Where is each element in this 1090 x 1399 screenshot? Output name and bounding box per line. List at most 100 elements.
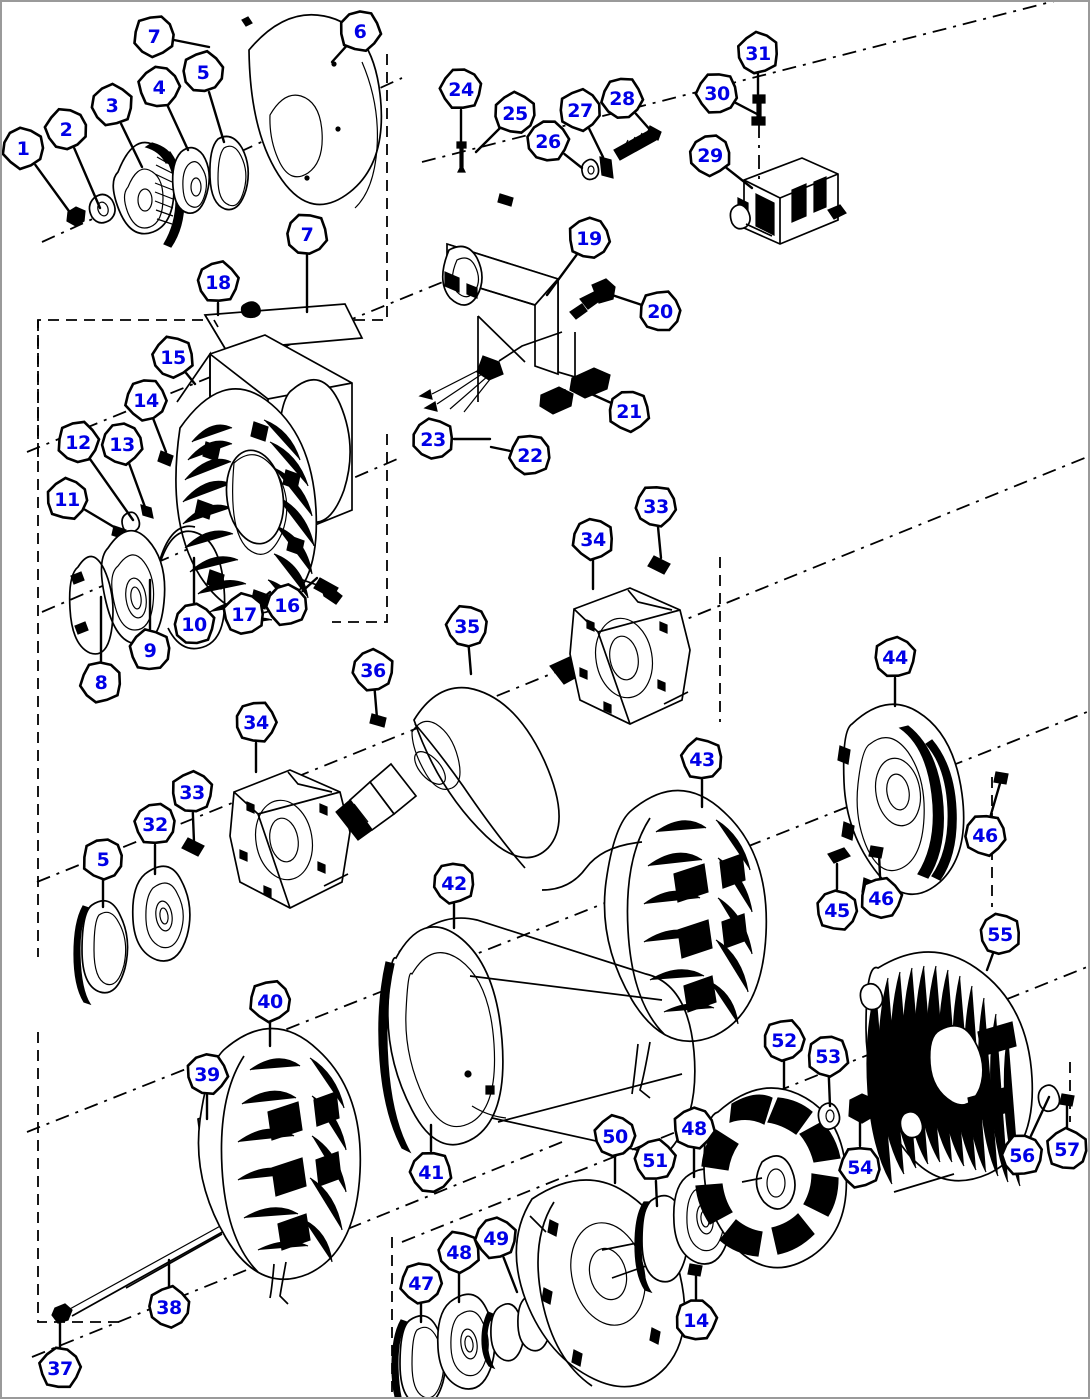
- callout-41[interactable]: 41: [408, 1151, 453, 1194]
- part-6-end-cover: [241, 13, 383, 209]
- callout-number-text: 31: [745, 43, 770, 65]
- callout-33[interactable]: 33: [634, 485, 678, 528]
- callout-7[interactable]: 7: [133, 15, 175, 59]
- callout-leader-line: [191, 811, 196, 844]
- regulator-bracket-group: [418, 94, 847, 415]
- callout-14[interactable]: 14: [675, 1299, 719, 1341]
- callout-9[interactable]: 9: [128, 627, 171, 671]
- callout-12[interactable]: 12: [57, 420, 101, 464]
- callout-number-text: 16: [274, 595, 300, 617]
- callout-4[interactable]: 4: [137, 65, 182, 108]
- callout-number-text: 57: [1054, 1139, 1079, 1161]
- part-5-seal-ring: [209, 135, 250, 211]
- callout-54[interactable]: 54: [838, 1146, 881, 1189]
- callout-number-text: 18: [205, 272, 231, 294]
- callout-35[interactable]: 35: [444, 604, 488, 648]
- callout-number-text: 29: [697, 145, 722, 167]
- callout-22[interactable]: 22: [507, 434, 551, 476]
- callout-27[interactable]: 27: [559, 87, 601, 133]
- callout-32[interactable]: 32: [133, 802, 176, 845]
- callout-number-text: 11: [54, 489, 79, 511]
- callout-8[interactable]: 8: [78, 661, 122, 704]
- callout-49[interactable]: 49: [473, 1216, 517, 1260]
- callout-leader-line: [119, 122, 144, 169]
- part-21-connectors: [539, 367, 611, 415]
- callout-24[interactable]: 24: [438, 68, 483, 109]
- callout-10[interactable]: 10: [173, 602, 216, 645]
- callout-25[interactable]: 25: [494, 90, 536, 134]
- callout-15[interactable]: 15: [150, 335, 194, 380]
- callout-bubble: [148, 1284, 191, 1330]
- callout-42[interactable]: 42: [432, 862, 475, 905]
- front-stator-group: [51, 917, 696, 1324]
- callout-5[interactable]: 5: [182, 49, 225, 93]
- callout-leader-line: [989, 778, 1003, 817]
- callout-46[interactable]: 46: [964, 814, 1007, 858]
- callout-43[interactable]: 43: [679, 737, 723, 780]
- callout-leader-line: [34, 163, 76, 220]
- callout-40[interactable]: 40: [249, 979, 292, 1024]
- callout-7[interactable]: 7: [286, 213, 329, 256]
- callout-47[interactable]: 47: [399, 1262, 444, 1305]
- callout-31[interactable]: 31: [736, 30, 779, 75]
- callout-23[interactable]: 23: [412, 417, 454, 460]
- callout-48[interactable]: 48: [673, 1106, 717, 1150]
- callout-26[interactable]: 26: [526, 120, 571, 162]
- callout-50[interactable]: 50: [593, 1113, 637, 1158]
- callout-19[interactable]: 19: [568, 216, 612, 260]
- callout-28[interactable]: 28: [599, 77, 645, 120]
- callout-bubble: [1046, 1126, 1088, 1170]
- part-47-seal-ring: [391, 1314, 447, 1397]
- callout-number-text: 23: [420, 429, 445, 451]
- callout-number-text: 26: [535, 131, 561, 153]
- callout-bubble: [571, 517, 614, 562]
- callout-number-text: 21: [616, 401, 641, 423]
- callout-57[interactable]: 57: [1046, 1126, 1088, 1170]
- callout-bubble: [438, 68, 483, 109]
- callout-number-text: 49: [483, 1228, 508, 1250]
- callout-55[interactable]: 55: [979, 912, 1021, 956]
- callout-leader-line: [502, 1256, 519, 1294]
- callout-14[interactable]: 14: [123, 379, 169, 422]
- callout-51[interactable]: 51: [633, 1137, 678, 1180]
- callout-52[interactable]: 52: [763, 1019, 806, 1063]
- callout-56[interactable]: 56: [1000, 1134, 1044, 1176]
- callout-29[interactable]: 29: [688, 134, 731, 178]
- callout-leader-line: [489, 445, 511, 452]
- callout-53[interactable]: 53: [807, 1035, 850, 1079]
- callout-21[interactable]: 21: [608, 390, 651, 434]
- callout-39[interactable]: 39: [186, 1052, 230, 1096]
- callout-1[interactable]: 1: [2, 126, 45, 171]
- callout-30[interactable]: 30: [694, 73, 739, 114]
- callout-37[interactable]: 37: [37, 1346, 83, 1389]
- callout-5[interactable]: 5: [82, 838, 124, 881]
- callout-6[interactable]: 6: [339, 10, 383, 53]
- callout-number-text: 30: [704, 83, 730, 105]
- callout-17[interactable]: 17: [222, 591, 265, 636]
- callout-18[interactable]: 18: [196, 259, 241, 303]
- callout-number-text: 32: [142, 814, 167, 836]
- callout-48[interactable]: 48: [437, 1230, 480, 1275]
- callout-33[interactable]: 33: [171, 769, 214, 813]
- callout-leader-line: [258, 590, 272, 602]
- callout-number-text: 48: [681, 1118, 707, 1140]
- callout-34[interactable]: 34: [235, 701, 279, 743]
- callout-46[interactable]: 46: [860, 876, 904, 920]
- callout-2[interactable]: 2: [43, 107, 88, 151]
- callout-leader-line: [656, 525, 663, 560]
- callout-3[interactable]: 3: [90, 82, 133, 127]
- callout-45[interactable]: 45: [816, 889, 859, 931]
- callout-bubble: [264, 582, 308, 627]
- callout-34[interactable]: 34: [571, 517, 614, 562]
- callout-13[interactable]: 13: [100, 422, 144, 467]
- part-4-spacer: [171, 146, 211, 214]
- callout-20[interactable]: 20: [639, 290, 682, 332]
- callout-11[interactable]: 11: [46, 476, 89, 521]
- callout-36[interactable]: 36: [351, 647, 394, 692]
- part-13-bolt: [140, 504, 154, 519]
- part-14-screw: [157, 450, 174, 467]
- callout-44[interactable]: 44: [874, 635, 917, 678]
- callout-leader-line: [827, 1075, 832, 1108]
- callout-16[interactable]: 16: [264, 582, 308, 627]
- callout-38[interactable]: 38: [148, 1284, 191, 1330]
